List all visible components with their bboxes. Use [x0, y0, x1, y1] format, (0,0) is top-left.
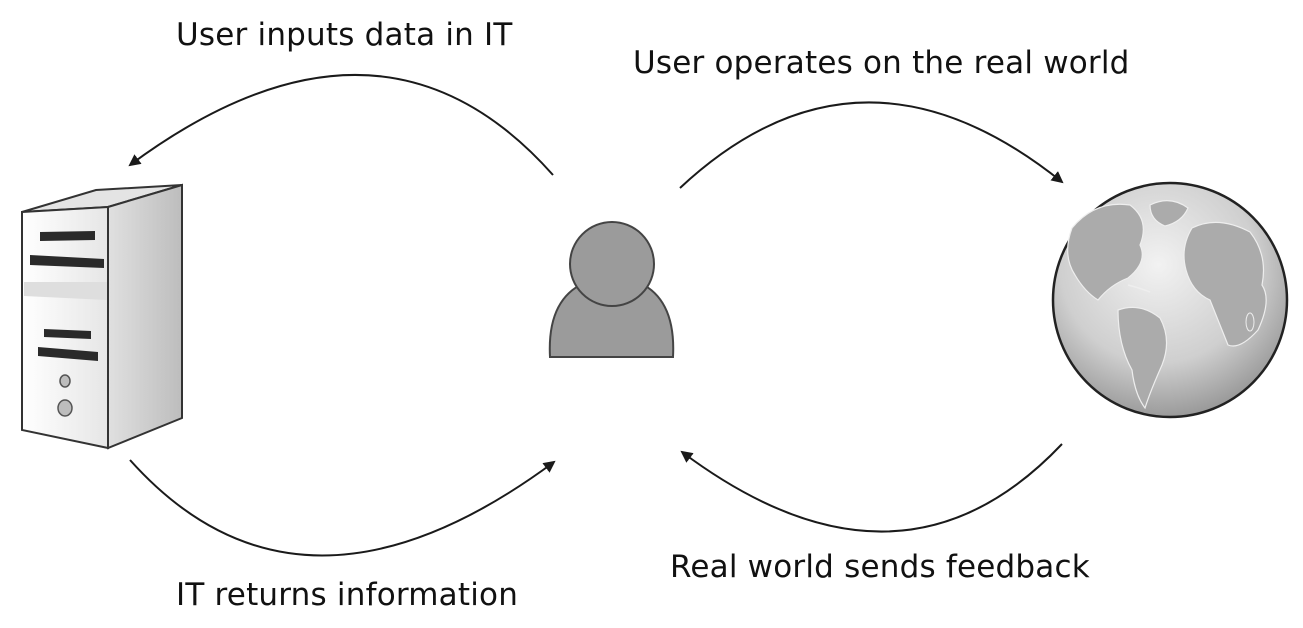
user-icon	[548, 221, 675, 358]
label-user-inputs-data: User inputs data in IT	[176, 17, 513, 53]
arrow-user-to-world	[679, 101, 1064, 189]
label-real-world-feedback: Real world sends feedback	[670, 549, 1090, 585]
label-it-returns-information: IT returns information	[176, 577, 519, 613]
arrow-it-to-user	[129, 459, 556, 557]
globe-icon	[1051, 181, 1289, 419]
label-user-operates-real-world: User operates on the real world	[633, 45, 1130, 81]
server-tower-icon	[21, 183, 183, 450]
arrow-user-to-it	[128, 73, 554, 176]
arrow-world-to-user	[680, 443, 1063, 533]
